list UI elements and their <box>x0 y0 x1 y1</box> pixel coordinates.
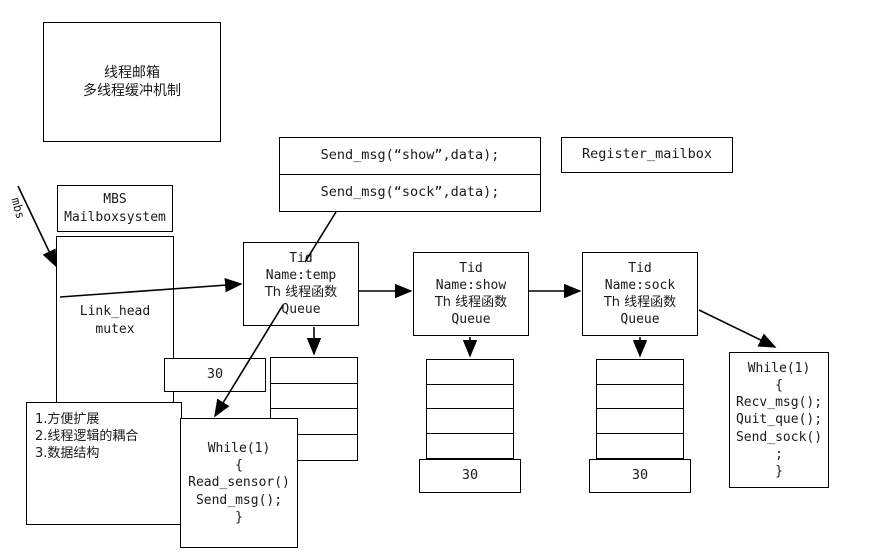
tid-sock-line-2: Name:sock <box>604 277 676 293</box>
wire-mbs-to-linkhead <box>17 185 57 268</box>
queue-cell <box>427 360 513 385</box>
tid-temp-line-3: Th 线程函数 <box>264 285 338 300</box>
title-box: 线程邮箱 多线程缓冲机制 <box>43 22 221 142</box>
consumer-line-3: Recv_msg(); <box>735 395 823 411</box>
send-message-box: Send_msg(“show”,data); Send_msg(“sock”,d… <box>279 137 541 212</box>
queue-size-show: 30 <box>419 459 521 493</box>
queue-stack-temp <box>270 357 358 461</box>
title-line-2: 多线程缓冲机制 <box>83 83 181 99</box>
tid-show-line-4: Queue <box>451 312 491 328</box>
queue-cell <box>597 385 683 409</box>
notes-box: 1.方便扩展 2.线程逻辑的耦合 3.数据结构 <box>26 402 182 525</box>
producer-line-5: } <box>235 509 243 525</box>
queue-cell <box>427 434 513 459</box>
register-mailbox-label: Register_mailbox <box>581 146 713 163</box>
tid-temp-line-2: Name:temp <box>265 267 337 283</box>
queue-size-sock-value: 30 <box>631 467 649 484</box>
linkhead-line-1: Link_head <box>79 304 151 320</box>
producer-code-box: While(1) { Read_sensor() Send_msg(); } <box>180 418 298 548</box>
consumer-line-5: Send_sock() <box>735 429 823 445</box>
producer-line-3: Read_sensor() <box>188 475 290 491</box>
tid-show-line-1: Tid <box>459 260 483 276</box>
linkhead-line-2: mutex <box>95 321 135 337</box>
consumer-line-6: ; <box>775 446 783 462</box>
mbs-line-1: MBS <box>103 192 127 208</box>
wire-tid-sock-to-consumer <box>698 309 777 348</box>
tid-sock-line-4: Queue <box>620 312 660 328</box>
queue-stack-show <box>426 359 514 459</box>
queue-size-temp-value: 30 <box>206 366 224 383</box>
note-item-3: 3.数据结构 <box>35 446 100 462</box>
note-item-2: 2.线程逻辑的耦合 <box>35 429 139 445</box>
tid-sock-line-3: Th 线程函数 <box>603 295 677 310</box>
queue-stack-sock <box>596 359 684 459</box>
queue-cell <box>271 384 357 409</box>
consumer-code-box: While(1) { Recv_msg(); Quit_que(); Send_… <box>729 352 829 488</box>
queue-size-temp: 30 <box>164 358 266 392</box>
producer-line-1: While(1) <box>207 441 271 457</box>
tid-sock-line-1: Tid <box>628 260 652 276</box>
producer-line-4: Send_msg(); <box>195 492 283 508</box>
queue-cell <box>271 358 357 384</box>
queue-size-show-value: 30 <box>461 467 479 484</box>
tid-box-sock: Tid Name:sock Th 线程函数 Queue <box>582 252 698 336</box>
mbs-line-2: Mailboxsystem <box>64 209 166 225</box>
linkhead-box: Link_head mutex <box>56 236 174 405</box>
tid-box-show: Tid Name:show Th 线程函数 Queue <box>413 252 529 336</box>
send-msg-sock-row: Send_msg(“sock”,data); <box>320 183 500 200</box>
send-msg-show-row: Send_msg(“show”,data); <box>280 138 540 175</box>
tid-temp-line-1: Tid <box>289 250 313 266</box>
note-item-1: 1.方便扩展 <box>35 412 100 427</box>
tid-show-line-2: Name:show <box>435 277 507 293</box>
mbs-edge-label: mbs <box>8 196 28 221</box>
consumer-line-1: While(1) <box>747 360 811 376</box>
tid-temp-line-4: Queue <box>281 302 321 318</box>
consumer-line-4: Quit_que(); <box>735 412 823 428</box>
consumer-line-2: { <box>775 378 783 394</box>
queue-cell <box>427 385 513 409</box>
tid-box-temp: Tid Name:temp Th 线程函数 Queue <box>243 242 359 326</box>
queue-cell <box>597 360 683 385</box>
queue-cell <box>427 409 513 434</box>
tid-show-line-3: Th 线程函数 <box>434 295 508 310</box>
register-mailbox-box: Register_mailbox <box>561 137 733 173</box>
queue-cell <box>597 409 683 434</box>
producer-line-2: { <box>235 458 243 474</box>
queue-size-sock: 30 <box>589 459 691 493</box>
title-line-1: 线程邮箱 <box>104 64 160 81</box>
queue-cell <box>271 409 357 435</box>
mbs-box: MBS Mailboxsystem <box>57 185 173 232</box>
consumer-line-7: } <box>775 463 783 479</box>
queue-cell <box>597 434 683 459</box>
